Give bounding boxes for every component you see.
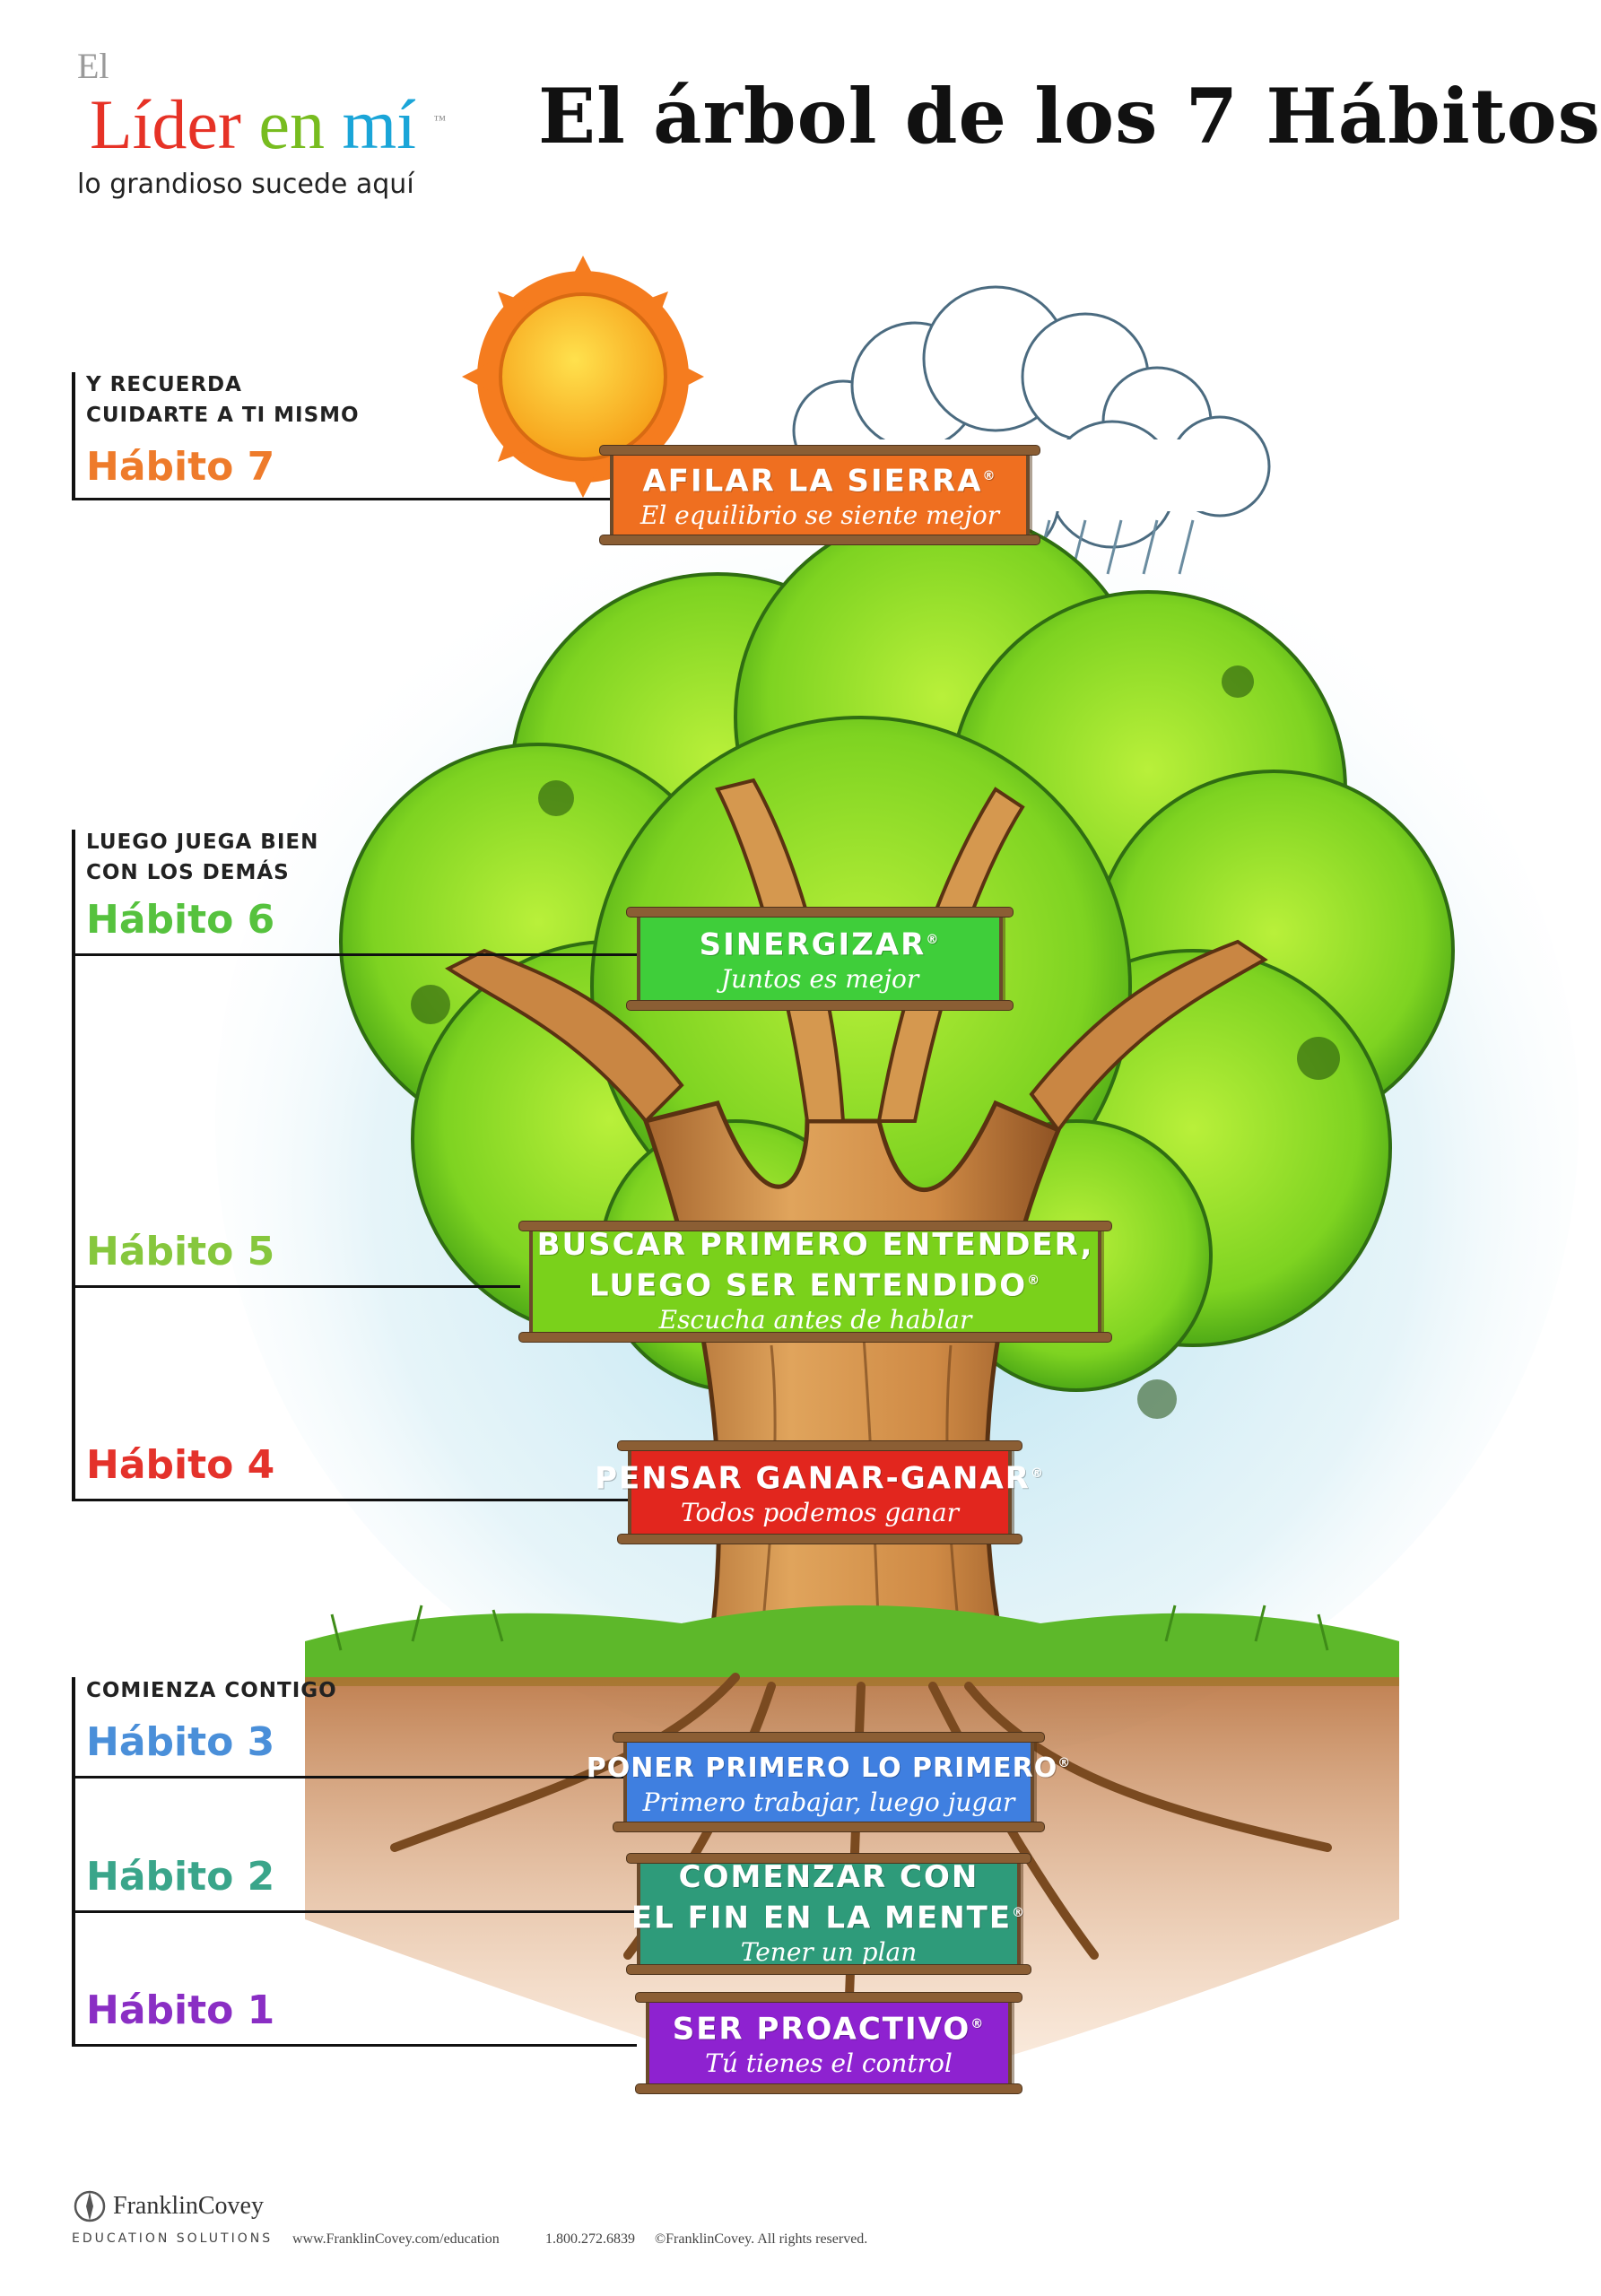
- habit-7-leader-line: [72, 498, 610, 500]
- habit-2-title-line-2: EL FIN EN LA MENTE®: [631, 1900, 1027, 1936]
- habit-2-leader-line: [72, 1910, 637, 1913]
- habit-2-sign: COMENZAR CON EL FIN EN LA MENTE® Tener u…: [626, 1853, 1031, 1975]
- footer: FranklinCovey EDUCATION SOLUTIONS www.Fr…: [63, 2188, 1462, 2260]
- logo-trademark: ™: [433, 114, 447, 127]
- sign-stick-top: [626, 907, 1014, 918]
- logo-wordmark: Líder en mí ™: [90, 90, 446, 160]
- logo-mi-text: mí: [342, 85, 416, 163]
- page-title: El árbol de los 7 Hábitos: [538, 72, 1601, 161]
- habit-5-label: Hábito 5: [86, 1229, 275, 1274]
- section-bracket-self-care: [72, 372, 75, 498]
- habit-4-leader-line: [72, 1499, 628, 1501]
- footer-subtitle: EDUCATION SOLUTIONS: [72, 2231, 274, 2246]
- section-note-self-care: Y RECUERDA CUIDARTE A TI MISMO: [86, 373, 360, 427]
- habit-6-sign: SINERGIZAR® Juntos es mejor: [626, 907, 1014, 1011]
- sign-stick-top: [518, 1221, 1112, 1231]
- franklincovey-compass-icon: [74, 2190, 106, 2222]
- logo-el-text: El: [77, 46, 109, 86]
- sign-stick-bottom: [626, 1964, 1031, 1975]
- sign-stick-bottom: [518, 1332, 1112, 1343]
- habit-5-sign: BUSCAR PRIMERO ENTENDER, LUEGO SER ENTEN…: [518, 1221, 1112, 1343]
- footer-copyright: ©FranklinCovey. All rights reserved.: [655, 2231, 868, 2247]
- section-bracket-start-yourself: [72, 1677, 75, 2045]
- habit-7-title: AFILAR LA SIERRA®: [642, 463, 997, 500]
- sign-stick-bottom: [617, 1534, 1022, 1544]
- habit-7-label: Hábito 7: [86, 444, 275, 490]
- footer-phone: 1.800.272.6839: [545, 2231, 635, 2247]
- logo-lider-text: Líder: [90, 85, 241, 163]
- habit-3-sign: PONER PRIMERO LO PRIMERO® Primero trabaj…: [587, 1732, 1070, 1832]
- sign-stick-top: [599, 445, 1040, 456]
- sign-stick-bottom: [635, 2083, 1022, 2094]
- section-bracket-play-well: [72, 830, 75, 1499]
- habit-3-leader-line: [72, 1776, 637, 1779]
- habit-4-label: Hábito 4: [86, 1442, 275, 1488]
- habit-6-subtitle: Juntos es mejor: [720, 963, 919, 994]
- habit-1-sign: SER PROACTIVO® Tú tienes el control: [635, 1992, 1022, 2094]
- footer-brand: FranklinCovey: [113, 2192, 264, 2220]
- habit-6-title: SINERGIZAR®: [699, 926, 941, 963]
- habit-1-title: SER PROACTIVO®: [672, 2011, 986, 2048]
- habit-6-label: Hábito 6: [86, 897, 275, 943]
- habit-4-title: PENSAR GANAR-GANAR®: [595, 1460, 1045, 1497]
- habit-5-subtitle: Escucha antes de hablar: [658, 1304, 972, 1335]
- sign-stick-top: [617, 1440, 1022, 1451]
- habit-5-leader-line: [72, 1285, 520, 1288]
- habit-3-title: PONER PRIMERO LO PRIMERO®: [586, 1752, 1072, 1784]
- habit-5-title-line-1: BUSCAR PRIMERO ENTENDER,: [536, 1227, 1094, 1264]
- habit-2-subtitle: Tener un plan: [740, 1936, 918, 1967]
- section-note-play-well: LUEGO JUEGA BIEN CON LOS DEMÁS: [86, 831, 319, 884]
- footer-url-link[interactable]: www.FranklinCovey.com/education: [292, 2231, 500, 2247]
- habit-5-title-line-2: LUEGO SER ENTENDIDO®: [588, 1267, 1042, 1304]
- habit-6-leader-line: [72, 953, 637, 956]
- sign-stick-top: [635, 1992, 1022, 2003]
- habit-1-subtitle: Tú tienes el control: [705, 2048, 953, 2078]
- sign-stick-bottom: [599, 535, 1040, 545]
- habit-3-label: Hábito 3: [86, 1719, 275, 1765]
- sign-stick-bottom: [613, 1822, 1045, 1832]
- habit-4-subtitle: Todos podemos ganar: [680, 1497, 960, 1527]
- habit-2-title-line-1: COMENZAR CON: [678, 1859, 979, 1896]
- habit-7-sign: AFILAR LA SIERRA® El equilibrio se sient…: [599, 445, 1040, 545]
- sign-stick-top: [613, 1732, 1045, 1743]
- lider-en-mi-logo: El Líder en mí ™ lo grandioso sucede aqu…: [45, 45, 457, 200]
- logo-tagline: lo grandioso sucede aquí: [77, 169, 414, 200]
- sun-icon: [462, 256, 704, 498]
- habit-7-subtitle: El equilibrio se siente mejor: [640, 500, 1000, 530]
- logo-en-text: en: [258, 85, 326, 163]
- grass: [305, 1605, 1399, 1686]
- sign-stick-top: [626, 1853, 1031, 1864]
- habit-2-label: Hábito 2: [86, 1854, 275, 1900]
- habit-4-sign: PENSAR GANAR-GANAR® Todos podemos ganar: [595, 1440, 1043, 1544]
- sign-stick-bottom: [626, 1000, 1014, 1011]
- habit-1-leader-line: [72, 2044, 637, 2047]
- section-note-start-yourself: COMIENZA CONTIGO: [86, 1679, 337, 1702]
- habit-1-label: Hábito 1: [86, 1987, 275, 2033]
- habit-3-subtitle: Primero trabajar, luego jugar: [642, 1787, 1015, 1817]
